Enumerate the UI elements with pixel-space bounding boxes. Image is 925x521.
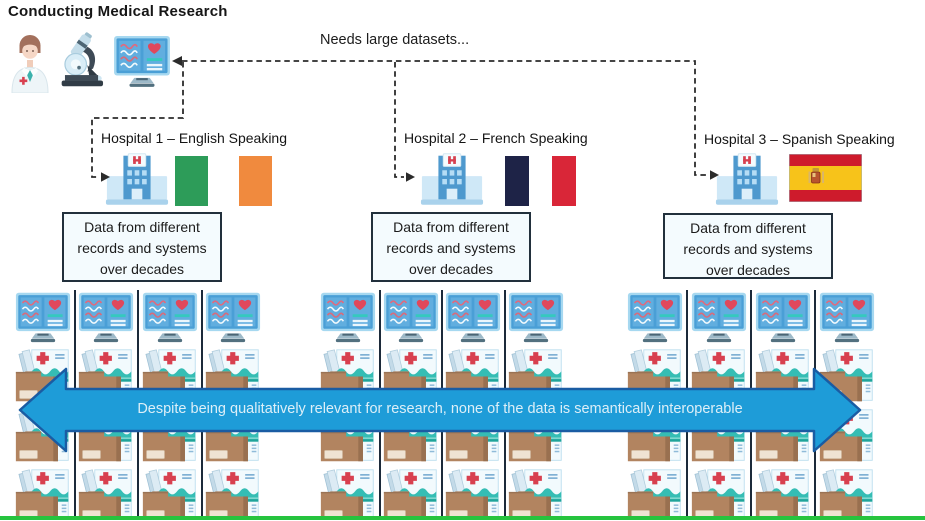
medical-monitor-icon — [320, 292, 376, 344]
arrowhead-to-hospital3-icon — [710, 170, 719, 180]
medical-monitor-icon — [142, 292, 198, 344]
hospital2-label: Hospital 2 – French Speaking — [404, 130, 588, 146]
arrowhead-to-hospital1-icon — [101, 172, 110, 182]
medical-monitor-icon — [755, 292, 811, 344]
medical-monitor-icon — [445, 292, 501, 344]
page-title: Conducting Medical Research — [8, 3, 228, 20]
dashed-drop2 — [394, 62, 404, 178]
hospital2-databox: Data from different records and systems … — [371, 212, 531, 282]
hospital1-label: Hospital 1 – English Speaking — [101, 130, 288, 146]
medical-monitor-icon — [15, 292, 71, 344]
interoperability-arrow — [18, 367, 862, 453]
records-box-icon — [444, 468, 502, 516]
medical-monitor-icon — [78, 292, 134, 344]
dashed-drop1 — [91, 62, 184, 178]
bottom-green-line — [0, 516, 925, 520]
records-box-icon — [14, 468, 72, 516]
arrowhead-to-monitor-icon — [172, 56, 182, 66]
records-box-icon — [141, 468, 199, 516]
medical-monitor-icon — [383, 292, 439, 344]
records-box-icon — [507, 468, 565, 516]
medical-monitor-icon — [819, 292, 875, 344]
needs-datasets-note: Needs large datasets... — [320, 32, 470, 48]
interoperability-arrow-text: Despite being qualitatively relevant for… — [137, 401, 743, 417]
medical-monitor-icon — [508, 292, 564, 344]
medical-monitor-icon — [691, 292, 747, 344]
medical-monitor-icon — [627, 292, 683, 344]
dashed-connectors — [91, 56, 719, 182]
records-box-icon — [626, 468, 684, 516]
arrowhead-to-hospital2-icon — [406, 172, 415, 182]
records-box-icon — [204, 468, 262, 516]
records-box-icon — [319, 468, 377, 516]
hospital3-databox: Data from different records and systems … — [663, 213, 833, 279]
records-box-icon — [77, 468, 135, 516]
records-box-icon — [690, 468, 748, 516]
records-box-icon — [382, 468, 440, 516]
records-box-icon — [818, 468, 876, 516]
records-box-icon — [754, 468, 812, 516]
dashed-trunk-and-drop3 — [182, 60, 708, 176]
medical-monitor-icon — [205, 292, 261, 344]
hospital1-databox: Data from different records and systems … — [62, 212, 222, 282]
hospital3-label: Hospital 3 – Spanish Speaking — [704, 131, 895, 147]
